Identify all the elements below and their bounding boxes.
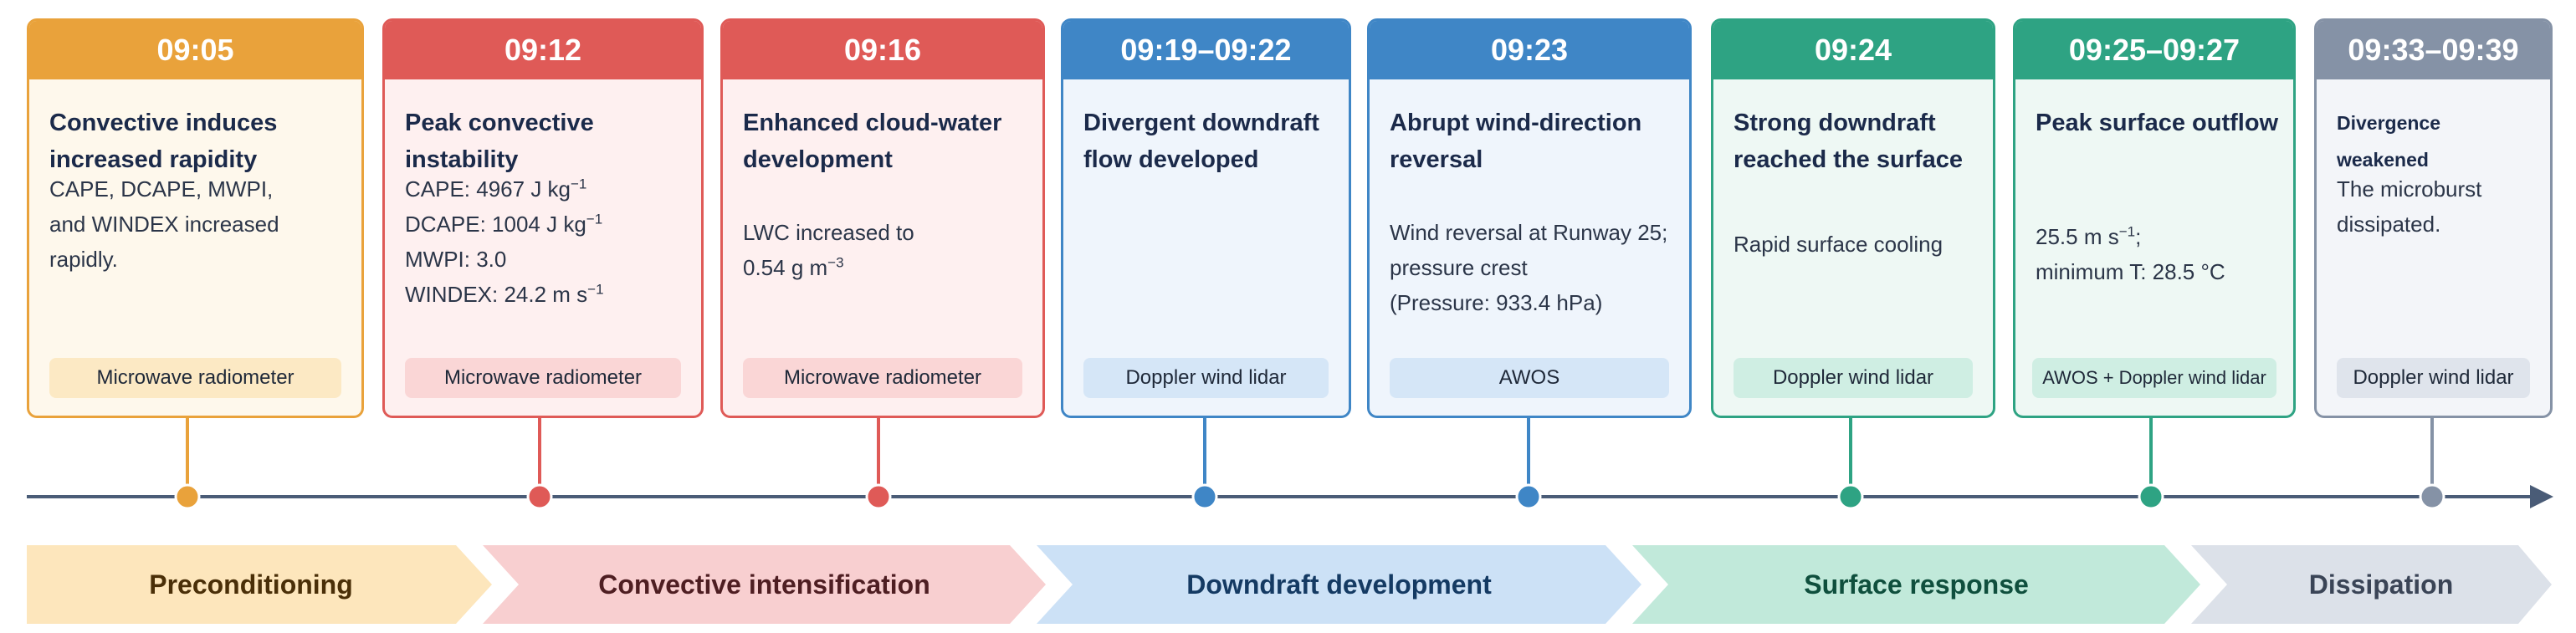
event-card-0916: 09:16 Enhanced cloud-water development L…	[720, 18, 1045, 418]
phase-band-surface-response	[1632, 545, 2200, 624]
event-title: Divergent downdraft flow developed	[1083, 110, 1319, 173]
description-line: rapidly.	[49, 247, 118, 272]
phase-band-dissipation	[2191, 545, 2552, 624]
description-line: pressure crest	[1390, 255, 1528, 280]
source-badge: AWOS	[1390, 358, 1669, 398]
description-line: 0.54 g m−3	[743, 254, 844, 280]
event-card-0905: 09:05 Convective induces increased rapid…	[27, 18, 364, 418]
source-badge: Doppler wind lidar	[1083, 358, 1329, 398]
phase-label-dissipation: Dissipation	[2308, 569, 2454, 600]
source-badge: Doppler wind lidar	[2337, 358, 2530, 398]
event-card-0925-0927: 09:25–09:27 Peak surface outflow 25.5 m …	[2013, 18, 2296, 418]
event-card-0933-0939: 09:33–09:39 Divergence weakened The micr…	[2314, 18, 2553, 418]
event-title: Divergence weakened	[2337, 112, 2441, 171]
event-title: Peak surface outflow	[2036, 110, 2279, 136]
phase-label-surface-response: Surface response	[1804, 569, 2029, 600]
marker-0925	[2138, 483, 2164, 510]
marker-0924	[1837, 483, 1864, 510]
phase-band-convective-intensification	[483, 545, 1046, 624]
source-badge: Doppler wind lidar	[1734, 358, 1973, 398]
event-time: 09:24	[1713, 21, 1993, 79]
event-time: 09:12	[385, 21, 701, 79]
event-description: Wind reversal at Runway 25; pressure cre…	[1390, 215, 1677, 320]
description-line: The microburst	[2337, 176, 2482, 202]
marker-0923	[1515, 483, 1542, 510]
event-time: 09:05	[29, 21, 361, 79]
description-line: 25.5 m s−1;	[2036, 223, 2142, 249]
event-title: Abrupt wind-direction reversal	[1390, 110, 1642, 173]
marker-0919	[1191, 483, 1218, 510]
description-line: minimum T: 28.5 °C	[2036, 259, 2225, 284]
marker-0912	[526, 483, 553, 510]
description-line: (Pressure: 933.4 hPa)	[1390, 290, 1603, 315]
event-description: CAPE, DCAPE, MWPI, and WINDEX increased …	[49, 171, 350, 277]
event-description: LWC increased to 0.54 g m−3	[743, 215, 1031, 285]
phase-band-preconditioning	[27, 545, 492, 624]
phase-label-convective-intensification: Convective intensification	[598, 569, 930, 600]
source-badge: Microwave radiometer	[49, 358, 341, 398]
timeline-arrowhead	[2530, 485, 2553, 508]
event-title: Enhanced cloud-water development	[743, 110, 1002, 173]
event-description: 25.5 m s−1; minimum T: 28.5 °C	[2036, 219, 2282, 289]
event-card-0919-0922: 09:19–09:22 Divergent downdraft flow dev…	[1061, 18, 1351, 418]
phase-label-downdraft-development: Downdraft development	[1186, 569, 1492, 600]
event-title: Peak convective instability	[405, 110, 594, 173]
description-line: CAPE, DCAPE, MWPI,	[49, 176, 274, 202]
source-badge: Microwave radiometer	[743, 358, 1022, 398]
event-description: CAPE: 4967 J kg−1 DCAPE: 1004 J kg−1 MWP…	[405, 171, 689, 312]
event-description: The microburst dissipated.	[2337, 171, 2538, 242]
marker-0933	[2419, 483, 2445, 510]
description-line: Wind reversal at Runway 25;	[1390, 220, 1668, 245]
description-line: DCAPE: 1004 J kg−1	[405, 211, 603, 237]
event-title: Strong downdraft reached the surface	[1734, 110, 1964, 173]
event-time: 09:25–09:27	[2015, 21, 2293, 79]
description-line: WINDEX: 24.2 m s−1	[405, 281, 604, 307]
event-title: Convective induces increased rapidity	[49, 110, 278, 173]
phase-band-downdraft-development	[1037, 545, 1641, 624]
description-line: and WINDEX increased	[49, 212, 279, 237]
marker-0905	[174, 483, 201, 510]
description-line: CAPE: 4967 J kg−1	[405, 176, 587, 202]
event-card-0924: 09:24 Strong downdraft reached the surfa…	[1711, 18, 1995, 418]
source-badge: AWOS + Doppler wind lidar	[2032, 358, 2276, 398]
event-card-0912: 09:12 Peak convective instability CAPE: …	[382, 18, 704, 418]
event-time: 09:16	[723, 21, 1042, 79]
event-description: Rapid surface cooling	[1734, 227, 1981, 262]
description-line: dissipated.	[2337, 212, 2441, 237]
marker-0916	[865, 483, 892, 510]
phase-label-preconditioning: Preconditioning	[149, 569, 353, 600]
event-time: 09:19–09:22	[1063, 21, 1349, 79]
source-badge: Microwave radiometer	[405, 358, 681, 398]
event-time: 09:33–09:39	[2317, 21, 2550, 79]
description-line: LWC increased to	[743, 220, 914, 245]
description-line: MWPI: 3.0	[405, 247, 507, 272]
event-card-0923: 09:23 Abrupt wind-direction reversal Win…	[1367, 18, 1692, 418]
description-line: Rapid surface cooling	[1734, 232, 1944, 257]
event-time: 09:23	[1370, 21, 1689, 79]
